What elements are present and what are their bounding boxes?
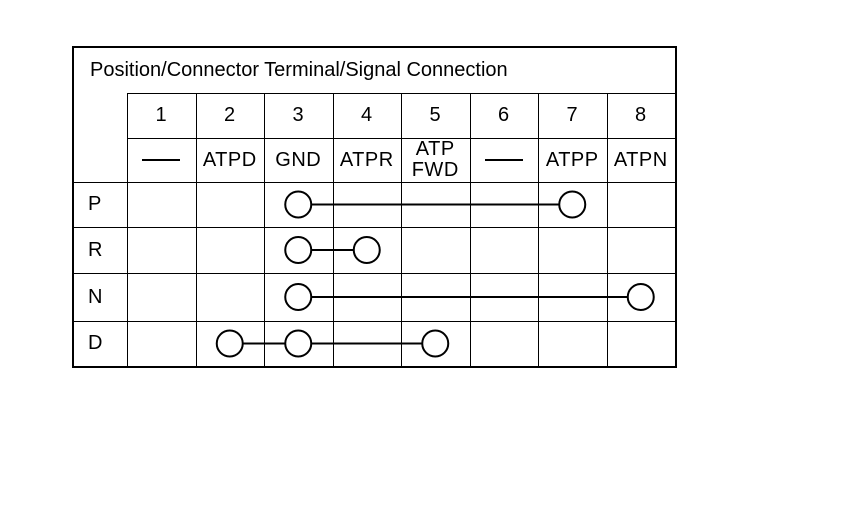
connection-circle bbox=[421, 329, 450, 358]
terminal-number-cell: 3 bbox=[292, 104, 305, 126]
position-label: P bbox=[88, 193, 102, 215]
grid-line-horizontal bbox=[74, 273, 675, 274]
connection-circle bbox=[284, 236, 313, 264]
terminal-signal-cell: GND bbox=[275, 148, 322, 171]
terminal-signal-cell: ATPN bbox=[613, 148, 668, 171]
connection-circle bbox=[284, 283, 313, 311]
connection-circle bbox=[215, 329, 244, 358]
grid-line-vertical bbox=[401, 93, 402, 366]
no-connection-dash bbox=[484, 159, 523, 161]
terminal-signal-cell: ATPP bbox=[545, 148, 599, 171]
terminal-signal-cell bbox=[127, 138, 196, 182]
grid-line-horizontal bbox=[127, 138, 675, 139]
connection-circle bbox=[626, 283, 655, 311]
position-label: R bbox=[88, 238, 103, 261]
grid-line-vertical bbox=[470, 93, 471, 366]
connection-circle bbox=[558, 190, 587, 219]
terminal-number-cell: 8 bbox=[634, 104, 647, 126]
terminal-signal-cell bbox=[470, 138, 539, 182]
terminal-signal-cell: ATPD bbox=[202, 148, 257, 171]
terminal-signal-cell: ATP FWD bbox=[411, 138, 459, 181]
grid-line-horizontal bbox=[74, 182, 675, 183]
connection-table: Position/Connector Terminal/Signal Conne… bbox=[72, 46, 677, 368]
terminal-number-cell: 2 bbox=[223, 104, 236, 126]
terminal-number-cell: 1 bbox=[155, 104, 168, 126]
grid-line-horizontal bbox=[74, 227, 675, 228]
position-label: D bbox=[88, 332, 103, 354]
connection-circle bbox=[284, 190, 313, 219]
terminal-number-cell: 6 bbox=[497, 104, 510, 126]
grid-line-vertical bbox=[264, 93, 265, 366]
position-label: N bbox=[88, 285, 103, 308]
grid-line-vertical bbox=[127, 93, 128, 366]
grid-line-vertical bbox=[607, 93, 608, 366]
terminal-number-cell: 7 bbox=[566, 104, 579, 126]
grid-line-vertical bbox=[196, 93, 197, 366]
terminal-signal-cell: ATPR bbox=[339, 148, 394, 171]
table-title: Position/Connector Terminal/Signal Conne… bbox=[90, 59, 508, 81]
grid-line-horizontal bbox=[127, 93, 675, 94]
grid-line-vertical bbox=[333, 93, 334, 366]
connection-circle bbox=[284, 329, 313, 358]
connection-circle bbox=[352, 236, 381, 264]
terminal-number-cell: 4 bbox=[360, 104, 373, 126]
grid-line-horizontal bbox=[74, 321, 675, 322]
terminal-number-cell: 5 bbox=[429, 104, 442, 126]
grid-line-vertical bbox=[538, 93, 539, 366]
no-connection-dash bbox=[142, 159, 181, 161]
